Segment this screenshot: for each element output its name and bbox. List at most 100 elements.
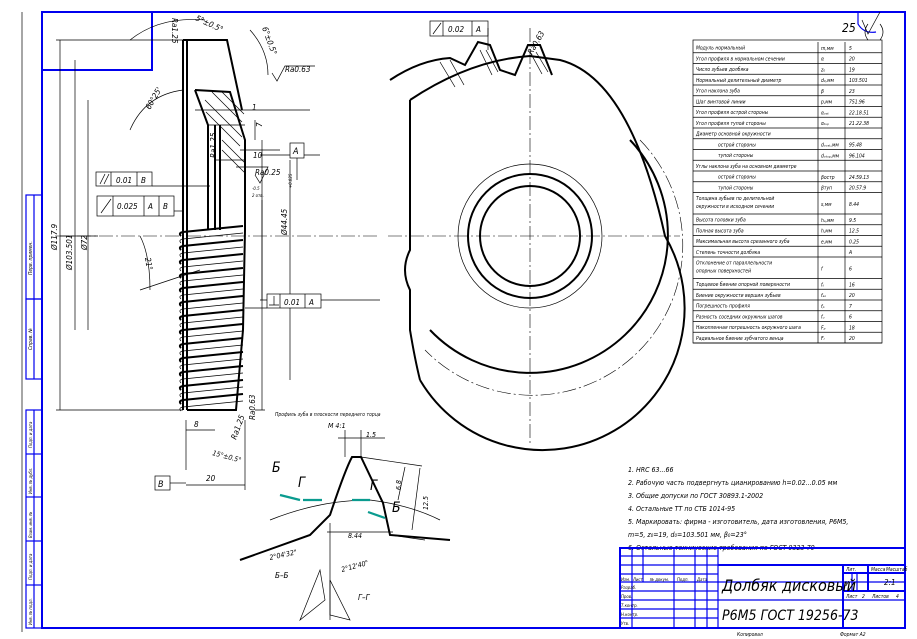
param-symbol: f <box>821 266 824 272</box>
tooth-helix-line <box>178 225 244 237</box>
param-name: Погрешность профиля <box>696 304 750 310</box>
angle-top-label: 5°±0.5° <box>194 14 224 35</box>
dim-10-label: 10 <box>253 151 263 160</box>
fit-note-2: 2 отв. <box>252 193 264 199</box>
section-dim-844: 8.44 <box>348 532 362 540</box>
tb-role-checker: Пров. <box>621 594 632 600</box>
tooth-helix-line <box>178 239 244 251</box>
param-symbol: αₒₛₜ <box>821 110 830 116</box>
tooth-helix-line <box>178 351 244 363</box>
tol-par-datum: B <box>141 176 146 185</box>
param-value: 6 <box>849 266 852 272</box>
table-row: Диаметр основной окружности <box>693 128 882 140</box>
section-label-b2: Б <box>392 500 401 516</box>
section-view-bb: Б–Б <box>275 571 289 580</box>
param-symbol: d₀,мм <box>821 78 834 84</box>
angle-6025-label: 60°25' <box>144 86 164 111</box>
stamp-replace-inv-no: Взам. инв. № <box>28 512 34 538</box>
tooth-helix-line <box>178 281 244 293</box>
roughness-ra025: Ra0.25 <box>236 166 281 184</box>
param-symbol: βостр <box>821 175 835 181</box>
tb-lit-label: Лит. <box>845 567 856 573</box>
tb-mass-label: Масса <box>871 567 886 573</box>
tooth-helix-line <box>179 260 244 272</box>
param-value: 20 <box>849 57 855 63</box>
note-1: 1. HRC 63...66 <box>628 466 674 474</box>
param-value: 19 <box>849 67 855 73</box>
tooth-profile-section: Профиль зуба в плоскости переднего торца… <box>239 411 451 622</box>
param-name: тупой стороны <box>718 153 754 159</box>
param-name: Шаг винтовой линии <box>696 99 746 105</box>
technical-requirements: 1. HRC 63...66 2. Рабочую часть подвергн… <box>628 466 848 552</box>
param-symbol: dₒₜᵤₚ,мм <box>821 153 840 159</box>
param-value: 6 <box>849 315 852 321</box>
param-name: Степень точности долбяка <box>696 249 760 256</box>
param-name: Число зубьев долбяка <box>696 66 749 73</box>
tooth-helix-line <box>179 288 244 300</box>
param-name: Максимальная высота срезанного зуба <box>696 238 790 245</box>
tooth-helix-line <box>179 400 244 412</box>
section-label-b1: Б <box>272 460 281 476</box>
dia-117-label: Ø117.9 <box>49 223 59 251</box>
tooth-helix-line <box>178 379 244 391</box>
tb-sheets-label: Листов <box>871 594 889 600</box>
roughness-ra125-mid-label: Ra1.25 <box>209 132 218 158</box>
datum-a: A <box>289 142 305 180</box>
dim-20-label: 20 <box>206 474 216 483</box>
angle-21-label: 21° <box>143 257 154 271</box>
tol-run-value: 0.025 <box>117 202 138 211</box>
tooth-helix-line <box>179 344 244 356</box>
tooth-helix-line <box>179 302 244 314</box>
tooth-helix-line <box>179 246 244 258</box>
stamp-orig-inv-no: Инв. № подл. <box>28 598 34 625</box>
tooth-helix-line <box>178 295 244 307</box>
tolerance-perpendicularity: 0.01 A <box>245 293 322 309</box>
param-value: 20 <box>849 336 855 342</box>
tol-gear-value: 0.02 <box>448 25 464 34</box>
datum-b: B <box>154 475 186 491</box>
param-name: Полная высота зуба <box>696 227 744 234</box>
section-view-gg: Г–Г <box>358 593 371 602</box>
tb-header-date: Дата <box>696 577 708 583</box>
roughness-ra025-label: Ra0.25 <box>255 168 281 177</box>
gear-front-view <box>388 28 686 452</box>
note-5: 5. Маркировать: фирма - изготовитель, да… <box>628 518 848 526</box>
dia-103-label: Ø103.501 <box>64 235 74 271</box>
param-value: 9.5 <box>849 218 856 224</box>
stamp-reference-no: Справ. № <box>28 328 34 350</box>
param-name: Торцевое биение опорной поверхности <box>696 281 790 288</box>
param-symbol: m,мм <box>821 46 834 52</box>
roughness-ra125-top-label: Ra1.25 <box>170 18 179 44</box>
datum-b-label: B <box>158 480 164 490</box>
roughness-ra125-bot-label: Ra1.25 <box>229 413 246 440</box>
param-value: 20 <box>849 293 855 299</box>
param-symbol: fₐₒ <box>821 293 826 299</box>
tol-run-datum-b: B <box>163 202 168 211</box>
roughness-ra063-bot-label: Ra0.63 <box>248 394 257 420</box>
param-symbol: β <box>821 89 824 95</box>
tb-drawing-name: Долбяк дисковый <box>721 576 856 595</box>
table-row: Углы наклона зуба на основном диаметре <box>693 160 882 172</box>
dim-7-label: 7 <box>255 122 264 127</box>
tb-sheet-value: 2 <box>862 594 865 600</box>
section-label-g2: Г <box>370 478 378 494</box>
tol-run-datum-a: A <box>147 202 153 211</box>
title-block: Изм. Лист № докум. Подп. Дата Разраб. Пр… <box>619 547 908 638</box>
section-angle-2: 2°12'40" <box>340 559 369 574</box>
param-name: Разность соседних окружных шагов <box>696 314 783 320</box>
section-dim-68: 6.8 <box>395 480 403 490</box>
param-name: Диаметр основной окружности <box>695 132 771 138</box>
